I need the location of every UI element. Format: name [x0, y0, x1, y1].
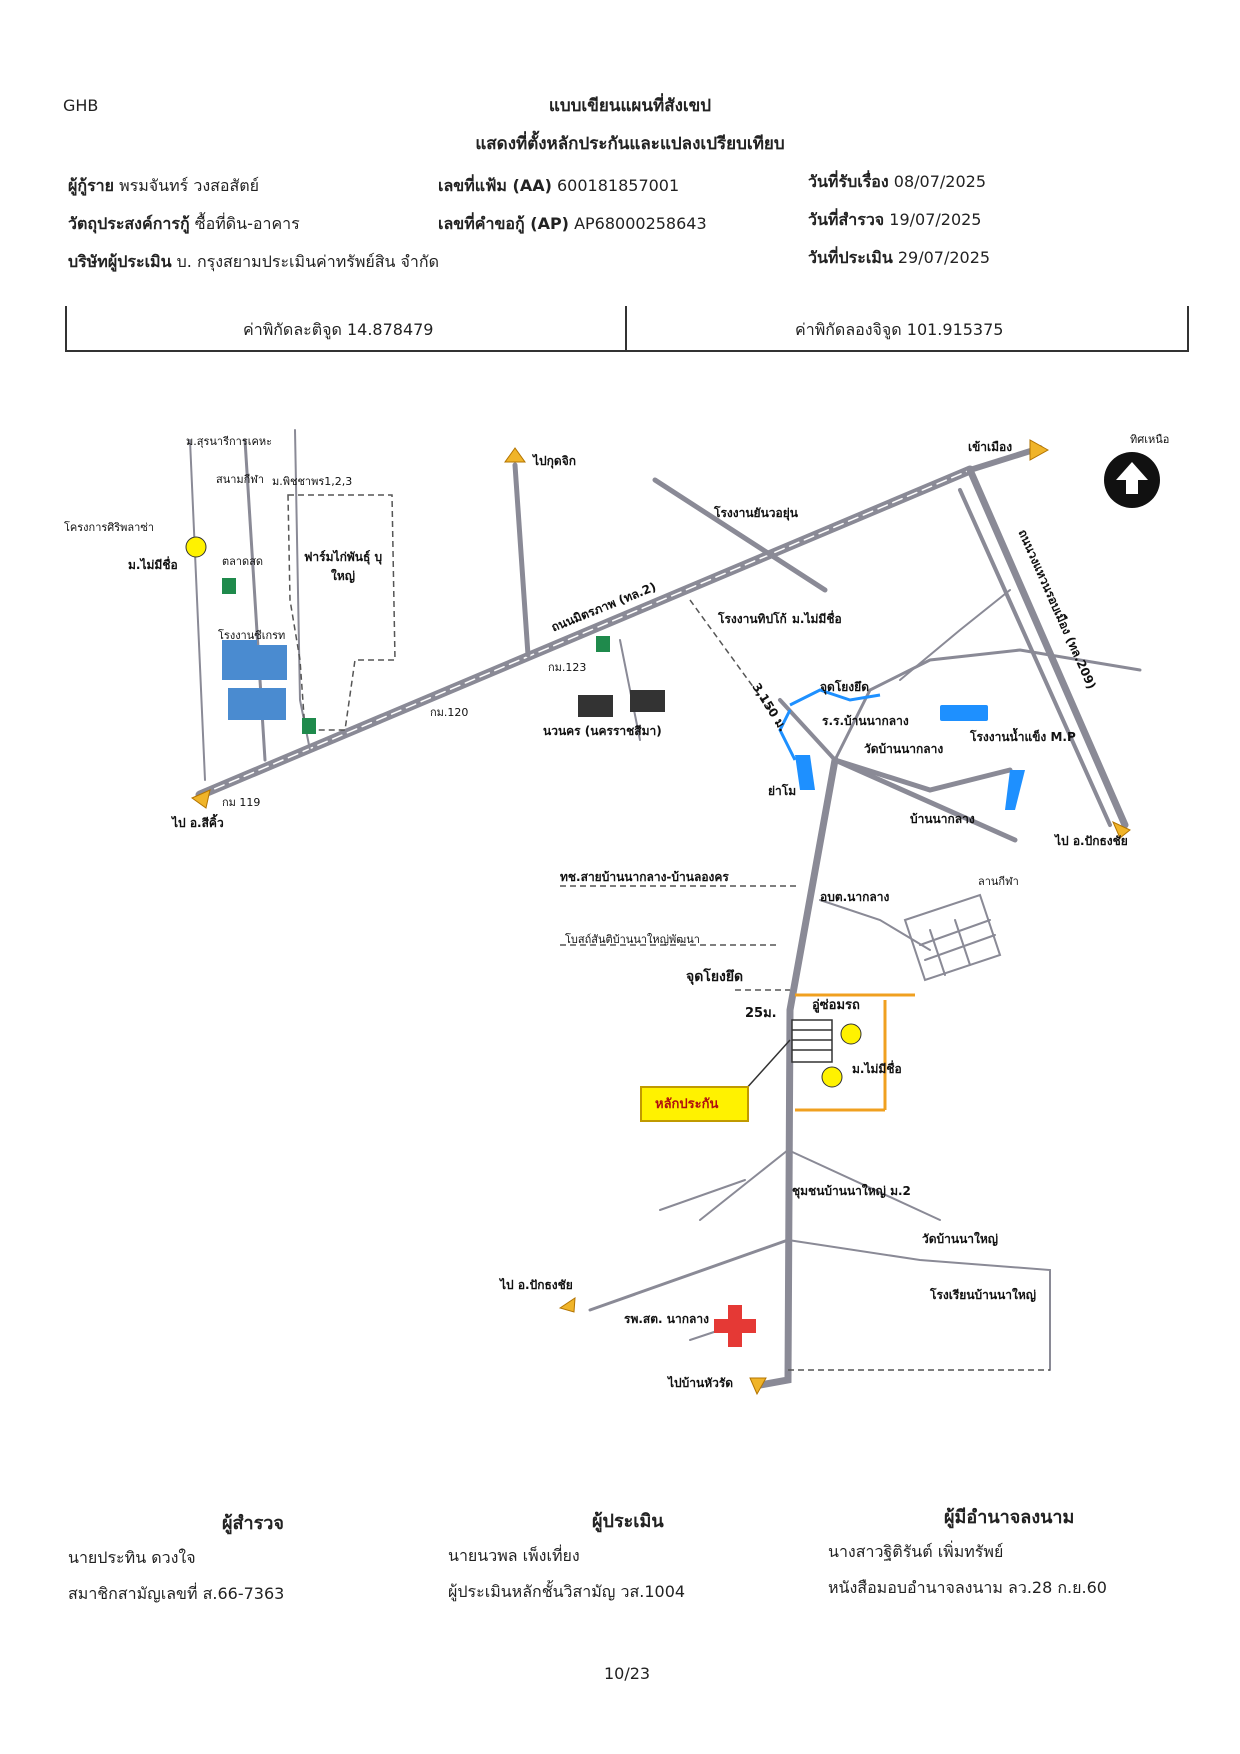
- factory-tipco-label: โรงงานทิปโก้: [718, 612, 787, 626]
- arrow-north: [504, 447, 526, 463]
- request-value: AP68000258643: [574, 214, 707, 233]
- signer-heading: ผู้มีอำนาจลงนาม: [944, 1507, 1075, 1528]
- to-kudjik-label: ไปกุดจิก: [533, 454, 577, 468]
- coordinates-divider: [625, 306, 627, 350]
- appraiser-role: ผู้ประเมินหลักชั้นวิสามัญ วส.1004: [448, 1582, 686, 1601]
- appraise-row: วันที่ประเมิน 29/07/2025: [808, 246, 990, 271]
- road-south: [756, 756, 839, 1389]
- to-pakthongchai-west: ไป อ.ปักธงชัย: [500, 1278, 573, 1292]
- community-label: ชุมชนบ้านนาใหญ่ ม.2: [792, 1184, 911, 1198]
- doc-subtitle: แสดงที่ตั้งหลักประกันและแปลงเปรียบเทียบ: [475, 134, 785, 154]
- request-label: เลขที่คำขอกู้ (AP): [438, 214, 569, 233]
- survey-value: 19/07/2025: [889, 210, 982, 229]
- factory-seagate-label: โรงงานซีเกรท: [218, 629, 286, 642]
- appraiser-heading: ผู้ประเมิน: [592, 1511, 664, 1532]
- yamo-label: ย่าโม: [768, 784, 797, 798]
- arrow-southeast: [1112, 820, 1131, 839]
- to-huawat-label: ไปบ้านหัวรัด: [668, 1376, 734, 1390]
- company-row: บริษัทผู้ประเมิน บ. กรุงสยามประเมินค่าทร…: [68, 250, 439, 275]
- lankila-label: ลานกีฬา: [978, 875, 1019, 888]
- latitude-value: ค่าพิกัดละติจูด 14.878479: [243, 320, 434, 339]
- signer-role: หนังสือมอบอำนาจลงนาม ลว.28 ก.ย.60: [828, 1578, 1107, 1597]
- survey-label: วันที่สำรวจ: [808, 210, 885, 229]
- stadium-label: สนามกีฬา: [216, 473, 265, 486]
- doc-title: แบบเขียนแผนที่สังเขป: [548, 96, 712, 116]
- road-ring: [966, 466, 1129, 829]
- univ-label: ม.สุรนารีการเคหะ: [186, 435, 272, 448]
- file-label: เลขที่แฟ้ม (AA): [438, 176, 552, 195]
- local-road-label: ทช.สายบ้านนากลาง-บ้านลองคร: [560, 870, 729, 884]
- borrower-value: พรมจันทร์ วงสอสัตย์: [119, 176, 260, 195]
- uturn-label-south: จุดโยงยึด: [686, 969, 744, 985]
- company-label: บริษัทผู้ประเมิน: [68, 252, 172, 271]
- collateral-label-box: [640, 1086, 749, 1122]
- appraise-label: วันที่ประเมิน: [808, 248, 893, 267]
- distance-25m-label: 25ม.: [745, 1006, 777, 1021]
- file-value: 600181857001: [557, 176, 680, 195]
- surveyor-heading: ผู้สำรวจ: [222, 1513, 284, 1534]
- company-value: บ. กรุงสยามประเมินค่าทรัพย์สิน จำกัด: [176, 252, 439, 271]
- arrow-south: [749, 1377, 767, 1396]
- coordinates-box: ค่าพิกัดละติจูด 14.878479 ค่าพิกัดลองจิจ…: [65, 306, 1189, 352]
- school-naklang-label: ร.ร.บ้านนากลาง: [822, 714, 909, 728]
- arrow-southwest: [558, 1297, 576, 1313]
- borrower-row: ผู้กู้ราย พรมจันทร์ วงสอสัตย์: [68, 174, 259, 199]
- arrow-east: [1029, 439, 1050, 461]
- temple-nayai-label: วัดบ้านนาใหญ่: [922, 1232, 999, 1246]
- village-naklang-label: บ้านนากลาง: [910, 812, 975, 826]
- borrower-label: ผู้กู้ราย: [68, 176, 115, 195]
- factory-rubber-label: โรงงานยันวอยุ่น: [714, 506, 798, 520]
- unnamed-village2-label: ม.ไม่มีชื่อ: [792, 612, 842, 626]
- received-row: วันที่รับเรื่อง 08/07/2025: [808, 170, 986, 195]
- purpose-label: วัตถุประสงค์การกู้: [68, 214, 190, 233]
- appraise-value: 29/07/2025: [897, 248, 991, 267]
- page-number: 10/23: [604, 1664, 651, 1683]
- file-row: เลขที่แฟ้ม (AA) 600181857001: [438, 174, 679, 199]
- temple-naklang-label: วัดบ้านนากลาง: [864, 742, 944, 756]
- unnamed-village3-label: ม.ไม่มีชื่อ: [128, 558, 178, 572]
- brand-label: GHB: [63, 96, 99, 115]
- to-pakthongchai-east: ไป อ.ปักธงชัย: [1055, 834, 1128, 848]
- farm-label: ฟาร์มไก่พันธุ์ บุใหญ่: [303, 550, 383, 583]
- survey-row: วันที่สำรวจ 19/07/2025: [808, 208, 981, 233]
- purpose-row: วัตถุประสงค์การกู้ ซื้อที่ดิน-อาคาร: [68, 212, 300, 237]
- surveyor-name: นายประทิน ดวงใจ: [68, 1548, 196, 1567]
- arrow-west: [190, 789, 211, 809]
- received-label: วันที่รับเรื่อง: [808, 172, 889, 191]
- uturn-label-north: จุดโยงยึด: [820, 680, 869, 694]
- request-row: เลขที่คำขอกู้ (AP) AP68000258643: [438, 212, 707, 237]
- school-nayai-label: โรงเรียนบ้านนาใหญ่: [930, 1288, 1037, 1302]
- phichaphon-label: ม.พิชชาพร1,2,3: [272, 475, 353, 488]
- purpose-value: ซื้อที่ดิน-อาคาร: [194, 214, 300, 233]
- appraiser-name: นายนวพล เพ็งเที่ยง: [448, 1546, 580, 1565]
- market-label: ตลาดสด: [222, 555, 264, 568]
- to-sikhio-label: ไป อ.สีคิ้ว: [172, 816, 224, 830]
- repair-label: อู่ซ่อมรถ: [812, 998, 860, 1013]
- longitude-value: ค่าพิกัดลองจิจูด 101.915375: [795, 320, 1004, 339]
- church-label: โบสถ์สันติบ้านนาใหญ่พัฒนา: [565, 933, 700, 946]
- received-value: 08/07/2025: [893, 172, 987, 191]
- signer-name: นางสาวฐิติรันต์ เพิ่มทรัพย์: [828, 1542, 1004, 1561]
- to-town-label: เข้าเมือง: [968, 440, 1013, 454]
- km123-label: กม.123: [548, 661, 587, 674]
- unnamed-village-label: ม.ไม่มีชื่อ: [852, 1062, 902, 1076]
- surveyor-role: สมาชิกสามัญเลขที่ ส.66-7363: [68, 1584, 285, 1603]
- hospital-label: รพ.สต. นากลาง: [624, 1312, 709, 1326]
- obt-label: อบต.นากลาง: [820, 890, 890, 904]
- collateral-label: หลักประกัน: [655, 1097, 719, 1112]
- nawanakorn-label: นวนคร (นครราชสีมา): [543, 724, 662, 738]
- km120-label: กม.120: [430, 706, 469, 719]
- north-label: ทิศเหนือ: [1130, 433, 1170, 446]
- creek: [778, 688, 881, 761]
- factory-ice-label: โรงงานน้ำแข็ง M.P: [970, 730, 1076, 744]
- sirilada-label: โครงการศิริพลาซ่า: [64, 521, 154, 534]
- km119-label: กม 119: [222, 796, 261, 809]
